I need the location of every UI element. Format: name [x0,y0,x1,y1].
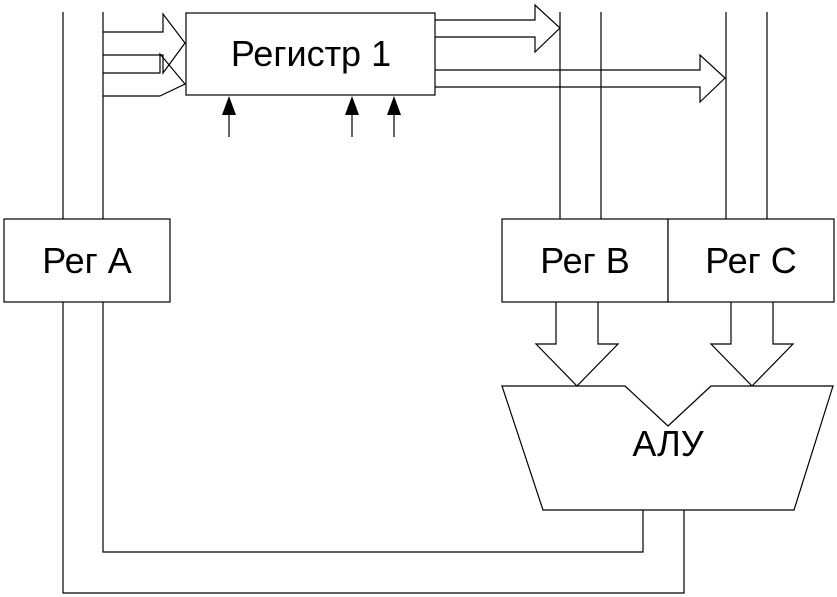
arrow-reg-c-to-alu [709,302,795,387]
arrow-reg-b-to-alu [534,302,620,387]
arrow-register1-to-reg-b [435,3,561,54]
alu-shape [501,385,834,511]
control-arrow-1 [222,96,236,137]
reg-b-label: Рег B [540,240,630,281]
bus-alu-to-reg-a-outer [62,302,685,594]
reg-a-label: Рег А [42,240,132,281]
bus-alu-to-reg-a-inner [102,302,644,553]
control-arrow-2 [345,96,359,137]
control-arrow-3 [387,96,401,137]
reg-b-box [501,218,669,303]
register1-box [185,12,436,96]
arrow-register1-to-reg-c [435,53,726,104]
alu-label: АЛУ [632,423,704,464]
reg-a-box [3,218,171,303]
reg-c-box [667,218,835,303]
register1-label: Регистр 1 [231,33,391,74]
reg-c-label: Рег С [705,240,797,281]
arrow-into-register1-upper [103,12,186,75]
arrow-into-register1-lower-shape [103,52,186,97]
